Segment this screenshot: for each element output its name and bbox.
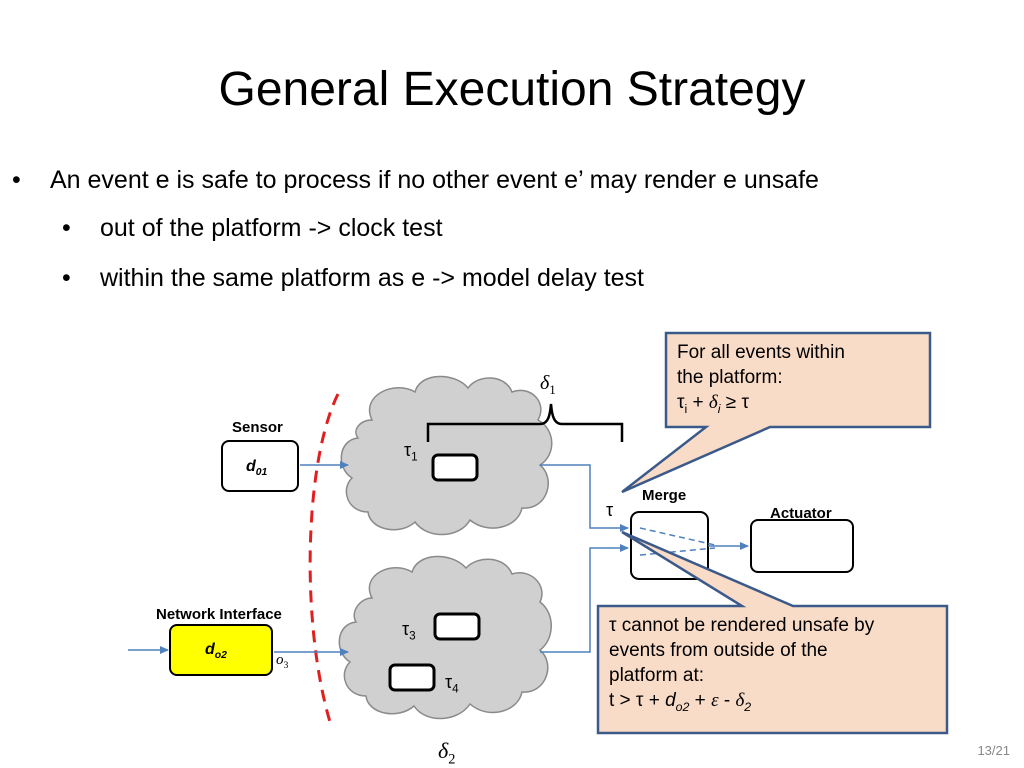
callout-bottom-delta: δ bbox=[735, 690, 745, 711]
network-interface-label: Network Interface bbox=[156, 606, 282, 623]
callout-bottom-minus: - bbox=[718, 690, 736, 711]
callout-top-plus: + bbox=[687, 392, 709, 413]
bullet-2-text: out of the platform -> clock test bbox=[100, 214, 443, 242]
actuator-box bbox=[750, 519, 854, 573]
callout-top-tau: τ bbox=[677, 392, 685, 413]
merge-label: Merge bbox=[642, 487, 687, 504]
delta1-label: δ1 bbox=[540, 372, 556, 398]
tau1-label: τ1 bbox=[404, 440, 418, 464]
callout-bottom-shape bbox=[596, 530, 949, 735]
bullet-2: • out of the platform -> clock test bbox=[62, 214, 443, 243]
callout-bottom-epsilon: ε bbox=[711, 690, 719, 711]
delta1-brace bbox=[426, 403, 624, 442]
callout-top-line-3: τi + δi ≥ τ bbox=[677, 390, 845, 422]
tau4-label: τ4 bbox=[445, 672, 459, 696]
page-number: 13/21 bbox=[977, 743, 1010, 758]
callout-top-text: For all events within the platform: τi +… bbox=[677, 340, 845, 422]
event-box-tau4 bbox=[388, 663, 436, 692]
tau4-text: τ bbox=[445, 672, 453, 692]
callout-top-delta: δ bbox=[708, 392, 718, 413]
sensor-box-label: d01 bbox=[246, 458, 267, 478]
sensor-box bbox=[221, 440, 299, 492]
delta1-sub: 1 bbox=[549, 382, 556, 397]
tau3-sub: 3 bbox=[409, 629, 416, 643]
callout-bottom-line-4: t > τ + do2 + ε - δ2 bbox=[609, 688, 874, 720]
bullet-1-text: An event e is safe to process if no othe… bbox=[50, 166, 819, 194]
delta2-label: δ2 bbox=[438, 738, 455, 768]
callout-top-line-1: For all events within bbox=[677, 342, 845, 363]
tau3-text: τ bbox=[402, 619, 410, 639]
o3-sub: 3 bbox=[283, 660, 289, 671]
tau3-label: τ3 bbox=[402, 619, 416, 643]
tau1-text: τ bbox=[404, 440, 412, 460]
delta2-text: δ bbox=[438, 738, 449, 763]
delta2-sub: 2 bbox=[448, 751, 456, 768]
actuator-label: Actuator bbox=[770, 505, 832, 522]
callout-bottom-line-2: events from outside of the bbox=[609, 640, 828, 661]
o3-text: o bbox=[276, 652, 284, 668]
tau-label: τ bbox=[606, 500, 614, 520]
event-box-tau1 bbox=[431, 453, 479, 482]
callout-bottom-line-1: τ cannot be rendered unsafe by bbox=[609, 615, 875, 636]
arrow-cloud1-to-merge bbox=[540, 464, 629, 532]
bullet-dot: • bbox=[12, 166, 21, 194]
ni-box-text: d bbox=[205, 641, 215, 658]
callout-top-tau-sub: i bbox=[684, 401, 688, 416]
o3-label: o3 bbox=[276, 652, 288, 671]
ni-box-label: do2 bbox=[205, 641, 227, 661]
tau1-sub: 1 bbox=[411, 450, 418, 464]
callout-bottom-d-sub: o2 bbox=[675, 699, 690, 714]
bullet-3-text: within the same platform as e -> model d… bbox=[100, 264, 645, 292]
callout-bottom-line-3: platform at: bbox=[609, 665, 705, 686]
bullet-dot: • bbox=[62, 264, 71, 292]
sensor-box-sub: 01 bbox=[255, 467, 268, 479]
sensor-label: Sensor bbox=[232, 419, 283, 436]
sensor-box-text: d bbox=[246, 458, 256, 475]
platform-boundary bbox=[308, 393, 340, 723]
network-interface-box bbox=[169, 624, 273, 676]
callout-top-line-2: the platform: bbox=[677, 367, 783, 388]
callout-bottom-plus: + bbox=[689, 690, 712, 711]
callout-top-geq: ≥ τ bbox=[720, 392, 750, 413]
callout-bottom-text: τ cannot be rendered unsafe by events fr… bbox=[609, 613, 874, 720]
bullet-3: • within the same platform as e -> model … bbox=[62, 264, 645, 293]
callout-bottom-delta-sub: 2 bbox=[744, 699, 752, 714]
callout-bottom-t: t > τ + bbox=[609, 690, 666, 711]
callout-top-delta-sub: i bbox=[717, 401, 721, 416]
delta1-text: δ bbox=[540, 372, 550, 394]
arrow-merge-to-actuator-dashed-2 bbox=[639, 547, 716, 556]
event-box-tau3 bbox=[433, 612, 481, 641]
arrow-cloud2-to-merge bbox=[540, 544, 629, 653]
callout-bottom-d: d bbox=[665, 690, 676, 711]
arrow-merge-to-actuator-dashed-1 bbox=[639, 527, 716, 546]
bullet-dot: • bbox=[62, 214, 71, 242]
callout-top-shape bbox=[621, 331, 932, 494]
tau4-sub: 4 bbox=[452, 682, 459, 696]
bullet-1: • An event e is safe to process if no oth… bbox=[12, 166, 819, 195]
slide-title: General Execution Strategy bbox=[218, 63, 806, 116]
ni-box-sub: o2 bbox=[214, 650, 227, 662]
